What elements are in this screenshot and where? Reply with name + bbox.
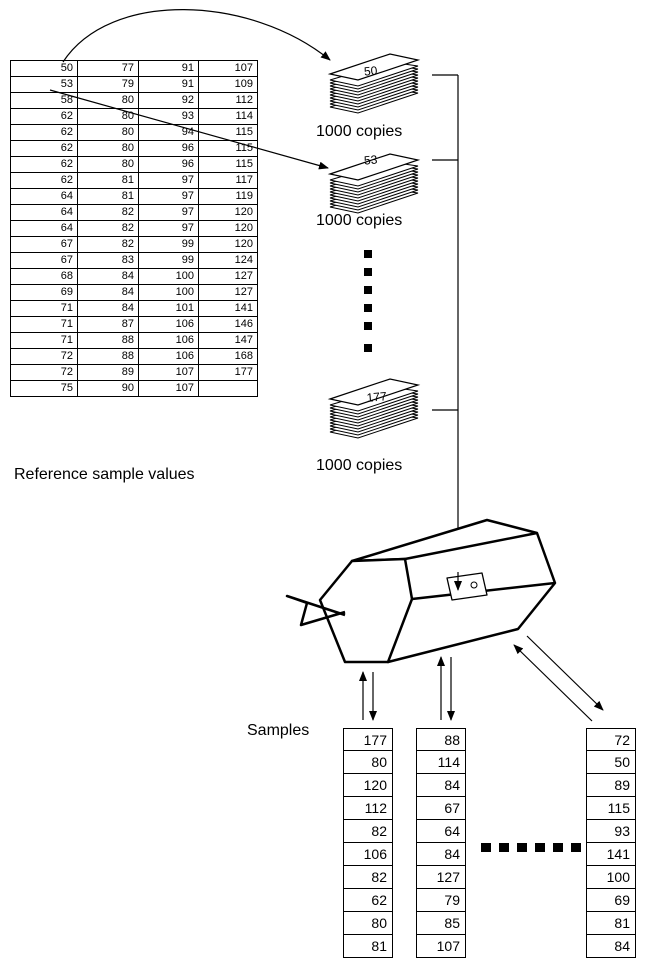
sample-cell: 120 <box>343 774 393 797</box>
table-cell: 115 <box>198 124 258 141</box>
sample-cell: 177 <box>343 728 393 751</box>
sampling-machine <box>285 518 557 664</box>
stack-caption-2: 1000 copies <box>316 212 403 229</box>
table-cell: 75 <box>10 380 78 397</box>
sample-cell: 62 <box>343 889 393 912</box>
bracket-lines <box>432 74 459 582</box>
sample-cell: 50 <box>586 751 636 774</box>
table-cell: 106 <box>138 316 199 333</box>
paper-stack-1 <box>327 53 421 114</box>
paper-stack-3 <box>327 378 421 439</box>
stack-caption-3: 1000 copies <box>316 457 403 474</box>
sample-cell: 85 <box>416 912 466 935</box>
table-cell: 114 <box>198 108 258 125</box>
sample-cell: 93 <box>586 820 636 843</box>
exchange-arrows <box>359 635 604 722</box>
sample-cell: 69 <box>586 889 636 912</box>
paper-stack-2 <box>327 153 421 214</box>
sample-cell: 82 <box>343 820 393 843</box>
table-cell: 168 <box>198 348 258 365</box>
sample-cell: 100 <box>586 866 636 889</box>
sample-cell: 81 <box>343 935 393 958</box>
table-cell: 107 <box>138 380 199 397</box>
reference-table-caption: Reference sample values <box>14 466 195 483</box>
samples-label: Samples <box>247 722 310 739</box>
table-cell: 100 <box>138 284 199 301</box>
paper-top-sheet <box>327 53 421 81</box>
sample-cell: 64 <box>416 820 466 843</box>
table-cell: 89 <box>77 364 139 381</box>
sample-cell: 67 <box>416 797 466 820</box>
sample-cell: 81 <box>586 912 636 935</box>
ellipsis-horizontal <box>481 843 581 852</box>
sample-cell: 106 <box>343 843 393 866</box>
table-cell: 100 <box>138 268 199 285</box>
table-cell: 117 <box>198 172 258 189</box>
sample-cell: 80 <box>343 912 393 935</box>
table-cell: 53 <box>10 76 78 93</box>
sample-cell: 112 <box>343 797 393 820</box>
sample-cell: 114 <box>416 751 466 774</box>
paper-top-sheet <box>327 378 421 406</box>
sample-cell: 82 <box>343 866 393 889</box>
sample-cell: 89 <box>586 774 636 797</box>
table-cell: 127 <box>198 268 258 285</box>
stack-value-50: 50 <box>363 63 378 78</box>
table-cell: 120 <box>198 204 258 221</box>
table-cell <box>198 380 258 397</box>
arrow-53-to-stack <box>49 89 329 170</box>
table-cell: 82 <box>77 236 139 253</box>
sample-cell: 79 <box>416 889 466 912</box>
stack-caption-1: 1000 copies <box>316 123 403 140</box>
table-cell: 97 <box>138 188 199 205</box>
table-cell: 64 <box>10 188 78 205</box>
table-cell: 72 <box>10 348 78 365</box>
table-cell: 90 <box>77 380 139 397</box>
sample-cell: 84 <box>416 843 466 866</box>
sample-cell: 141 <box>586 843 636 866</box>
table-cell: 62 <box>10 124 78 141</box>
sample-cell: 127 <box>416 866 466 889</box>
sample-cell: 115 <box>586 797 636 820</box>
arrow-50-to-stack <box>62 9 331 63</box>
paper-top-sheet <box>327 153 421 181</box>
table-cell: 96 <box>138 156 199 173</box>
sample-cell: 88 <box>416 728 466 751</box>
table-cell: 120 <box>198 236 258 253</box>
table-cell: 124 <box>198 252 258 269</box>
sample-cell: 72 <box>586 728 636 751</box>
sample-cell: 84 <box>416 774 466 797</box>
sample-cell: 84 <box>586 935 636 958</box>
table-cell: 119 <box>198 188 258 205</box>
table-cell: 84 <box>77 300 139 317</box>
table-cell: 147 <box>198 332 258 349</box>
sample-cell: 80 <box>343 751 393 774</box>
sample-cell: 107 <box>416 935 466 958</box>
ellipsis-vertical <box>364 250 372 352</box>
table-cell: 80 <box>77 124 139 141</box>
stack-value-177: 177 <box>366 389 387 405</box>
table-cell: 106 <box>138 332 199 349</box>
stack-value-53: 53 <box>363 152 378 167</box>
